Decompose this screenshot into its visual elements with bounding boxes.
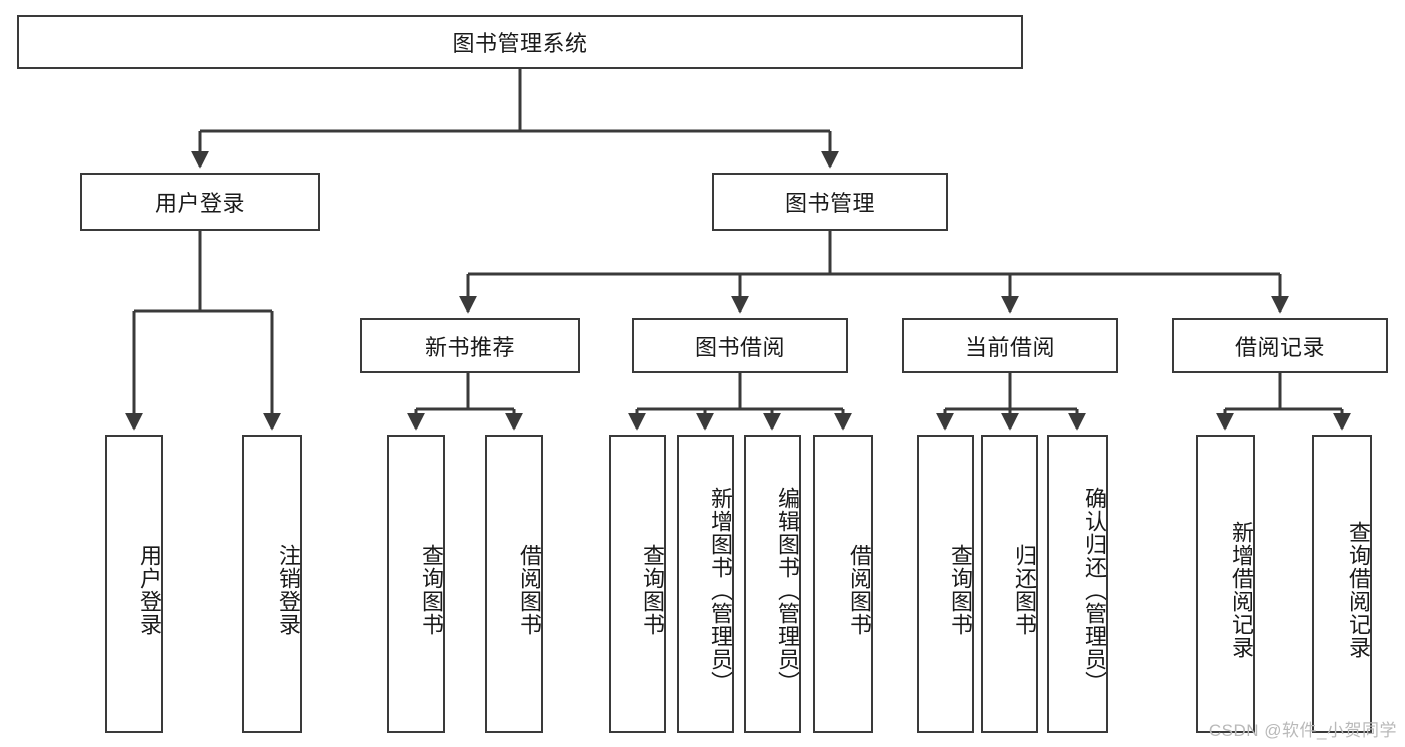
- node-leaf-return-book-label: 归还图书: [1012, 544, 1037, 636]
- node-leaf-add-book-label: 新增图书（管理员）: [708, 486, 733, 694]
- node-leaf-logout-label: 注销登录: [276, 544, 301, 636]
- node-borrow-record-label: 借阅记录: [1234, 334, 1325, 360]
- node-leaf-query-book-3[interactable]: 查询图书: [917, 435, 974, 733]
- node-borrow-record[interactable]: 借阅记录: [1172, 318, 1388, 373]
- node-new-book-recommend[interactable]: 新书推荐: [360, 318, 580, 373]
- node-current-borrow[interactable]: 当前借阅: [902, 318, 1118, 373]
- node-leaf-borrow-book-1-label: 借阅图书: [517, 544, 542, 636]
- node-leaf-query-book-3-label: 查询图书: [948, 544, 973, 636]
- node-leaf-confirm-return-label: 确认归还（管理员）: [1082, 486, 1107, 694]
- node-leaf-user-login[interactable]: 用户登录: [105, 435, 163, 733]
- node-new-book-recommend-label: 新书推荐: [424, 334, 515, 360]
- node-leaf-edit-book[interactable]: 编辑图书（管理员）: [744, 435, 801, 733]
- csdn-watermark: CSDN @软件_小贺同学: [1208, 721, 1397, 740]
- node-leaf-query-book-1-label: 查询图书: [419, 544, 444, 636]
- node-leaf-query-book-1[interactable]: 查询图书: [387, 435, 445, 733]
- node-leaf-borrow-book-1[interactable]: 借阅图书: [485, 435, 543, 733]
- node-book-borrow-label: 图书借阅: [694, 334, 785, 360]
- node-user-login-label: 用户登录: [154, 191, 245, 216]
- node-leaf-user-login-label: 用户登录: [137, 544, 162, 636]
- node-root-label: 图书管理系统: [452, 31, 588, 56]
- node-leaf-add-book[interactable]: 新增图书（管理员）: [677, 435, 734, 733]
- node-leaf-logout[interactable]: 注销登录: [242, 435, 302, 733]
- node-book-manage-label: 图书管理: [784, 191, 875, 216]
- node-leaf-query-record-label: 查询借阅记录: [1346, 521, 1371, 659]
- node-root-system[interactable]: 图书管理系统: [17, 15, 1023, 69]
- node-leaf-query-record[interactable]: 查询借阅记录: [1312, 435, 1372, 733]
- node-current-borrow-label: 当前借阅: [964, 334, 1055, 360]
- node-leaf-return-book[interactable]: 归还图书: [981, 435, 1038, 733]
- node-leaf-borrow-book-2[interactable]: 借阅图书: [813, 435, 873, 733]
- node-leaf-query-book-2[interactable]: 查询图书: [609, 435, 666, 733]
- node-book-manage[interactable]: 图书管理: [712, 173, 948, 231]
- node-user-login[interactable]: 用户登录: [80, 173, 320, 231]
- node-leaf-add-record-label: 新增借阅记录: [1229, 521, 1254, 659]
- node-book-borrow[interactable]: 图书借阅: [632, 318, 848, 373]
- node-leaf-query-book-2-label: 查询图书: [640, 544, 665, 636]
- node-leaf-confirm-return[interactable]: 确认归还（管理员）: [1047, 435, 1108, 733]
- node-leaf-borrow-book-2-label: 借阅图书: [847, 544, 872, 636]
- node-leaf-edit-book-label: 编辑图书（管理员）: [775, 486, 800, 694]
- node-leaf-add-record[interactable]: 新增借阅记录: [1196, 435, 1255, 733]
